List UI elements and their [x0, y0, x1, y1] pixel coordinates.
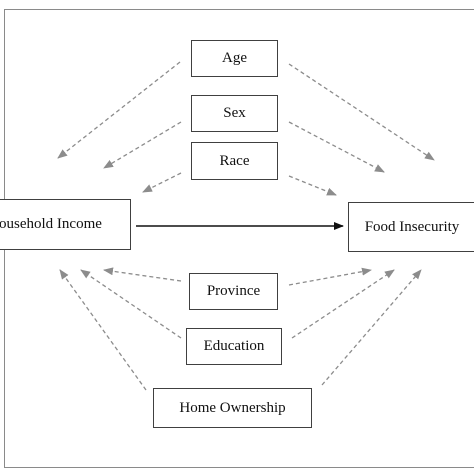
arrow-sex-to-food: [288, 121, 385, 173]
arrow-race-to-food: [288, 175, 337, 196]
arrow-age-to-food: [288, 63, 435, 161]
node-food-insecurity: Food Insecurity: [348, 202, 474, 252]
node-education: Education: [186, 328, 282, 365]
node-home-ownership: Home Ownership: [153, 388, 312, 428]
arrow-education-to-income: [80, 269, 182, 339]
arrow-age-to-income: [57, 61, 181, 159]
arrow-home-to-income: [59, 269, 147, 391]
arrow-education-to-food: [291, 269, 395, 339]
node-household-income: ousehold Income: [0, 199, 131, 250]
node-sex: Sex: [191, 95, 278, 132]
arrow-race-to-income: [142, 172, 182, 193]
node-race: Race: [191, 142, 278, 180]
node-age: Age: [191, 40, 278, 77]
arrow-province-to-food: [288, 267, 372, 286]
arrow-province-to-income: [103, 267, 182, 282]
arrow-home-to-food: [321, 269, 422, 386]
node-province: Province: [189, 273, 278, 310]
arrow-sex-to-income: [103, 121, 182, 169]
